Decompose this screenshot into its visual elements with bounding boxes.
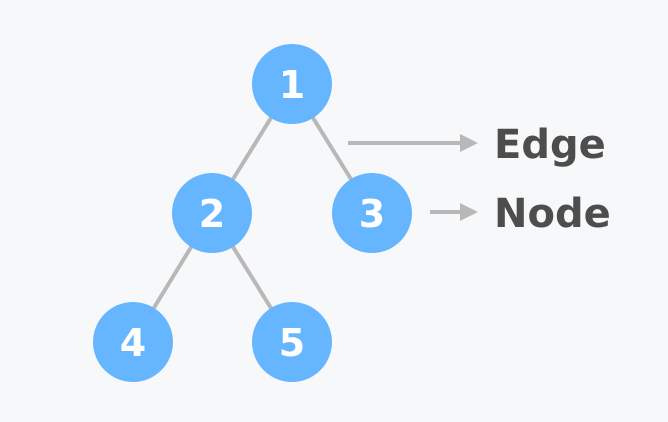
node-pointer-arrow: [430, 203, 478, 221]
legend-node-label: Node: [494, 191, 611, 237]
node-circle: [332, 173, 412, 253]
tree-node-3: 3: [332, 173, 412, 253]
right-arrow-icon: [460, 134, 478, 152]
node-label: 4: [120, 321, 146, 365]
node-circle: [252, 44, 332, 124]
tree-node-2: 2: [172, 173, 252, 253]
tree-node-1: 1: [252, 44, 332, 124]
legend-edge-label: Edge: [494, 122, 606, 168]
nodes-layer: 1 2 3 4 5: [93, 44, 412, 382]
node-label: 5: [279, 321, 305, 365]
right-arrow-icon: [460, 203, 478, 221]
node-label: 2: [199, 192, 225, 236]
tree-node-4: 4: [93, 302, 173, 382]
node-circle: [252, 302, 332, 382]
edge-pointer-arrow: [348, 134, 478, 152]
node-circle: [172, 173, 252, 253]
node-label: 3: [359, 192, 385, 236]
node-circle: [93, 302, 173, 382]
node-label: 1: [279, 63, 305, 107]
tree-node-5: 5: [252, 302, 332, 382]
